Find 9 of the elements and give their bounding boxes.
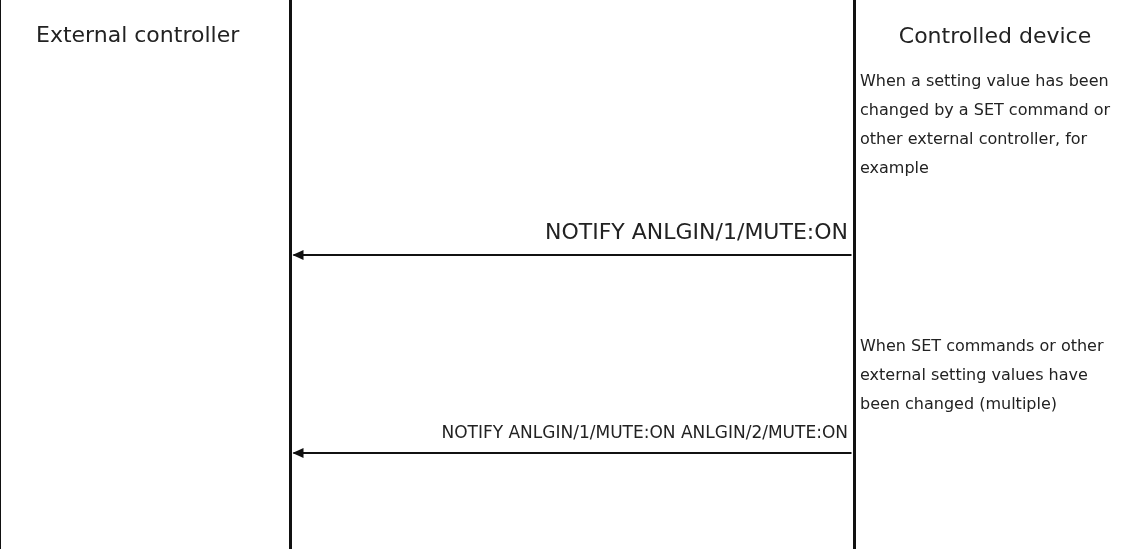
message-arrow — [292, 448, 853, 458]
message-label: NOTIFY ANLGIN/1/MUTE:ON ANLGIN/2/MUTE:ON — [441, 422, 848, 442]
message-arrow — [292, 250, 853, 260]
participant-name: Controlled device — [897, 22, 1093, 50]
participant-name: External controller — [36, 22, 240, 47]
note-text: When SET commands or other external setting values have been changed (multiple) — [860, 335, 1105, 415]
lifeline — [0, 0, 292, 549]
message-label: NOTIFY ANLGIN/1/MUTE:ON — [545, 219, 848, 244]
note-text: When a setting value has been changed by a SET command or other external controller, for example — [860, 70, 1112, 179]
